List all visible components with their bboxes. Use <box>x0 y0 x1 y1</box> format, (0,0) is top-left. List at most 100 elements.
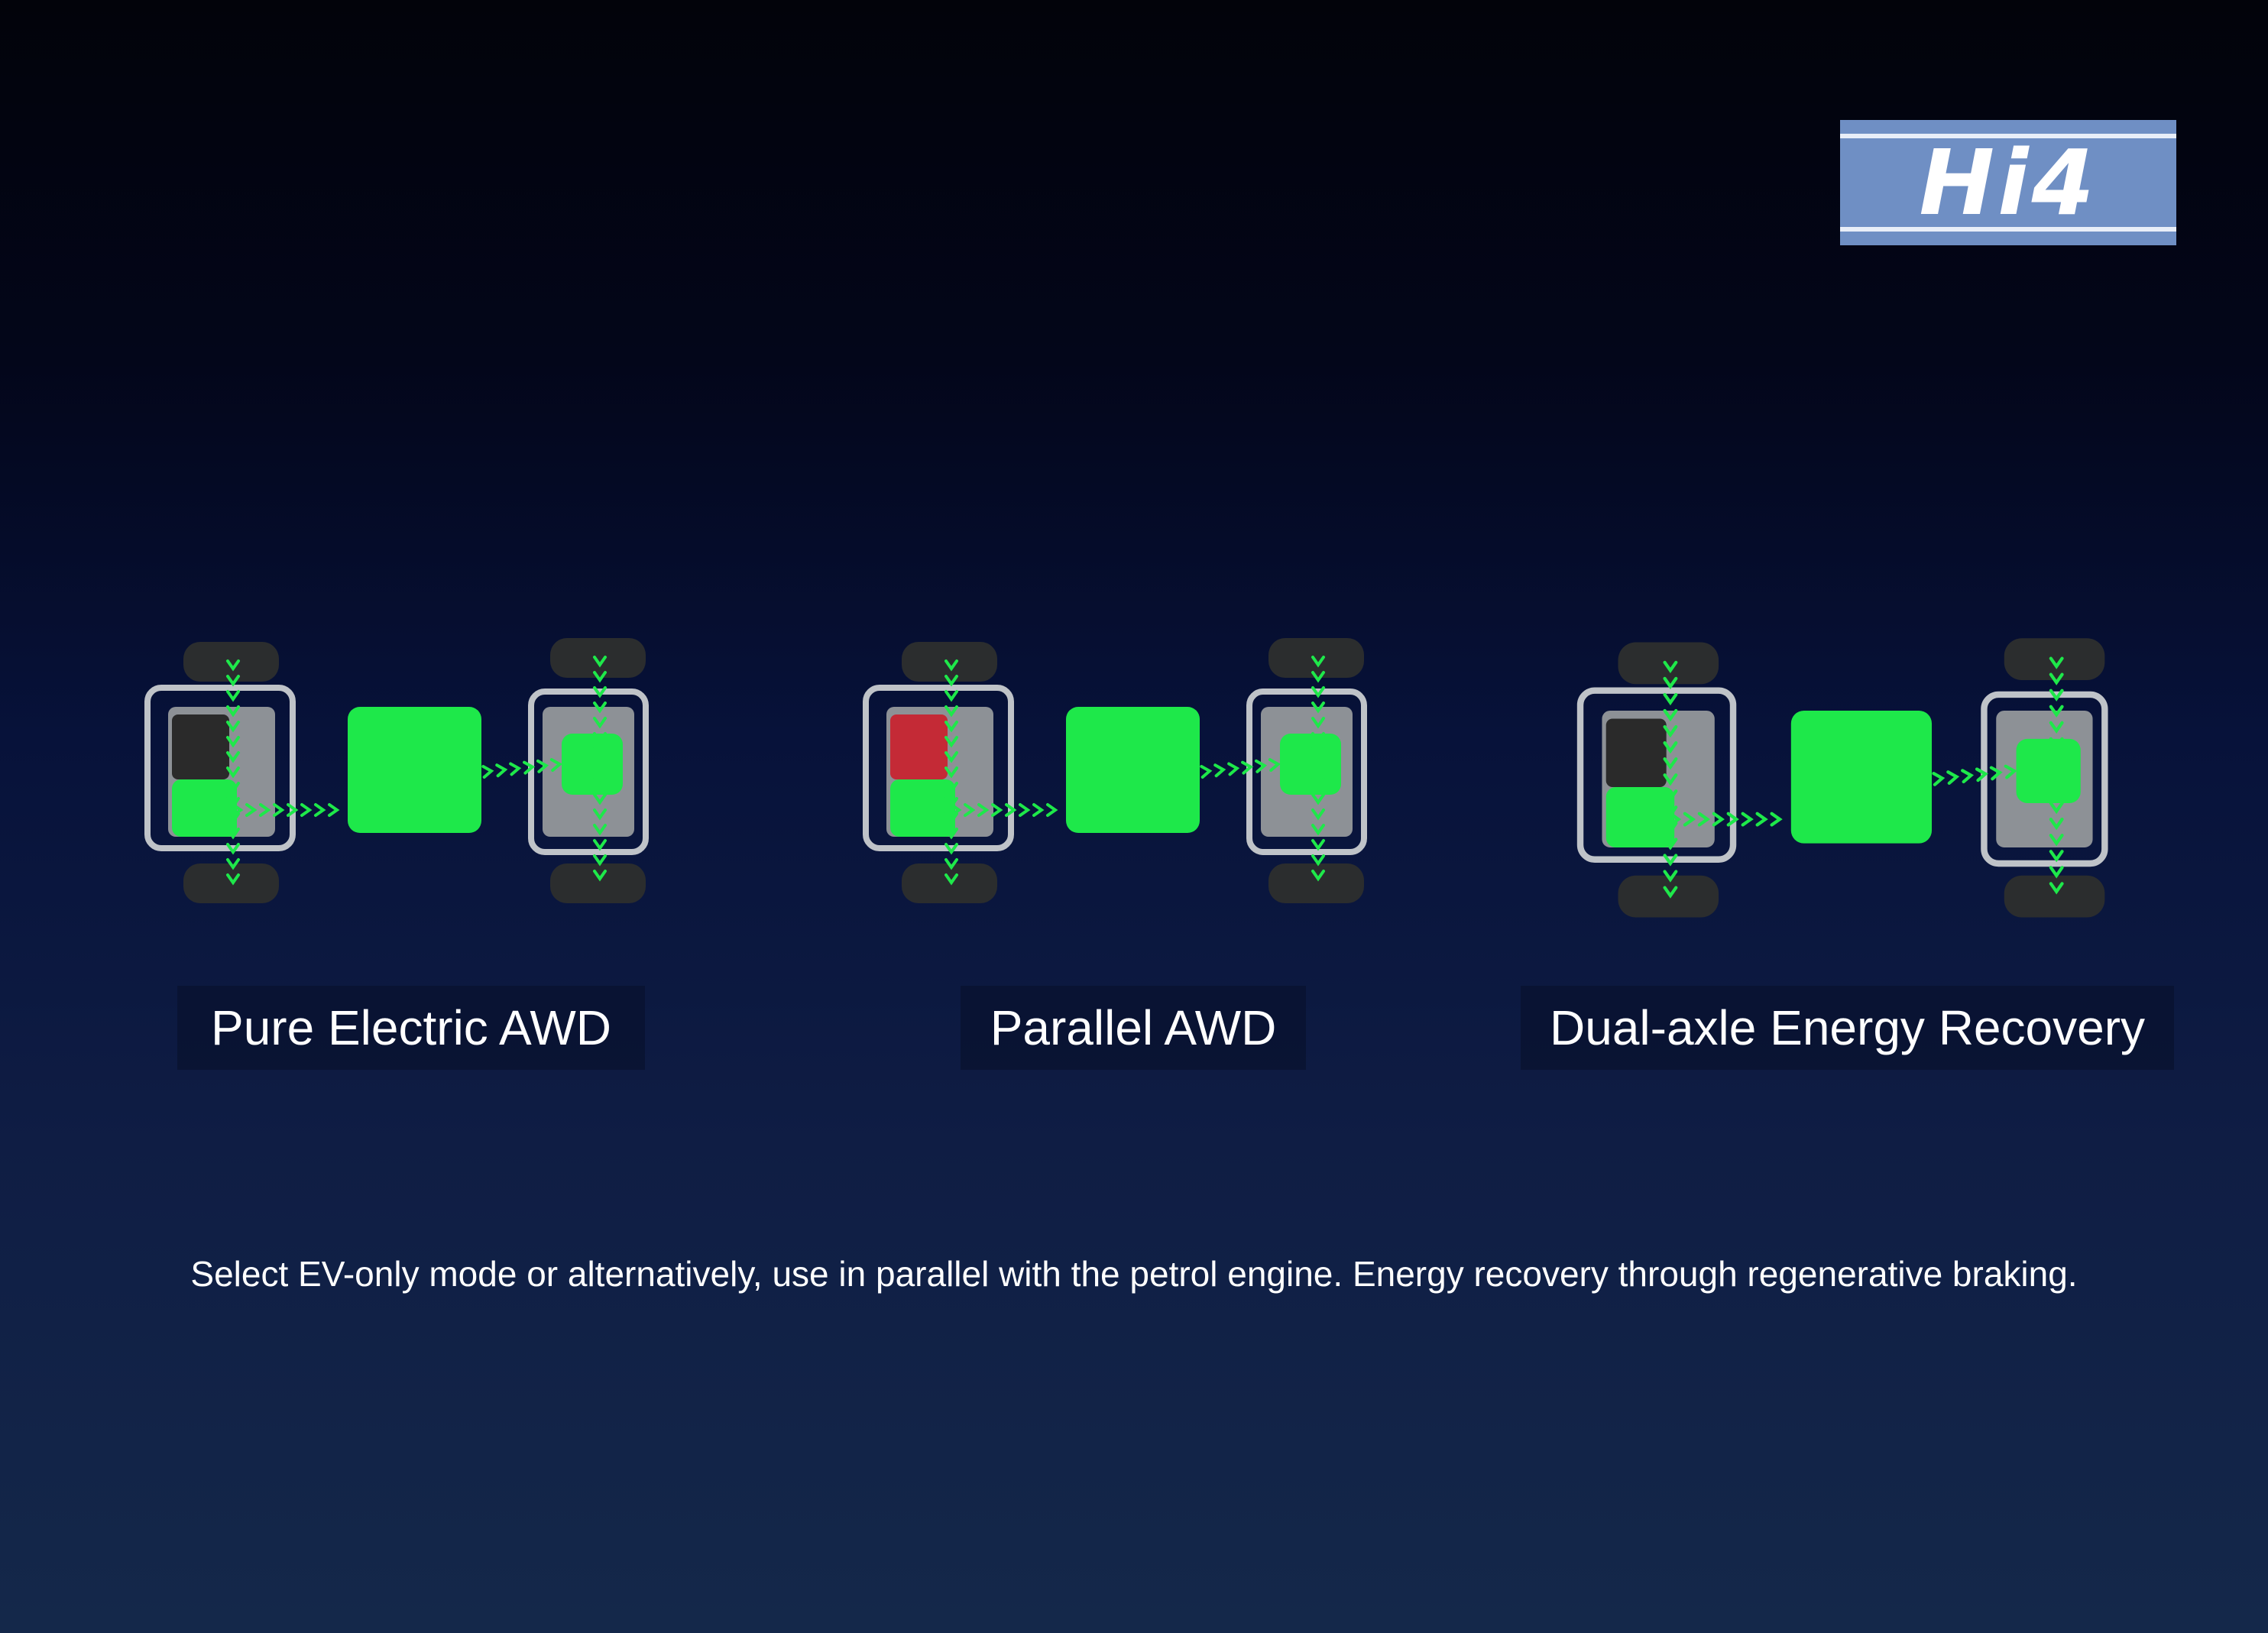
flow-arrow <box>2049 882 2064 895</box>
flow-arrow <box>1311 747 1325 760</box>
flow-arrow <box>226 690 240 702</box>
flow-arrow <box>1311 793 1325 805</box>
flow-arrow <box>1741 812 1754 827</box>
logo-text: Hi4 <box>1919 130 2098 235</box>
drivetrain-diagram-parallel <box>863 638 1367 903</box>
flow-arrow <box>944 812 958 825</box>
flow-arrow <box>273 803 285 817</box>
rear-right-tire <box>2004 875 2105 918</box>
flow-arrow <box>1005 803 1017 817</box>
flow-arrow <box>523 760 536 775</box>
flow-arrow <box>944 797 958 809</box>
flow-arrow <box>226 828 240 840</box>
flow-arrow <box>2049 785 2064 799</box>
flow-arrow <box>1663 821 1678 834</box>
flow-arrow <box>593 839 607 851</box>
flow-arrow <box>2049 672 2064 685</box>
flow-arrow <box>1663 708 1678 722</box>
front-motor <box>890 779 955 837</box>
flow-arrow <box>593 686 607 698</box>
flow-arrow <box>593 808 607 821</box>
flow-arrow <box>259 803 271 817</box>
flow-arrow <box>509 762 522 776</box>
flow-arrow <box>1311 671 1325 683</box>
flow-arrow <box>226 766 240 779</box>
flow-arrow <box>245 803 258 817</box>
flow-arrow <box>232 803 244 817</box>
flow-arrow <box>226 659 240 672</box>
flow-arrow <box>1019 803 1031 817</box>
front-left-tire <box>183 642 279 682</box>
flow-arrow <box>944 721 958 733</box>
logo-stripe-bottom <box>1840 227 2176 232</box>
front-right-tire <box>183 863 279 903</box>
flow-arrow <box>1213 763 1226 778</box>
petrol-engine <box>1605 718 1667 787</box>
flow-arrow <box>593 824 607 836</box>
front-left-tire <box>1618 642 1719 685</box>
flow-arrow <box>944 705 958 718</box>
flow-arrow <box>1663 692 1678 706</box>
flow-arrow <box>1663 660 1678 674</box>
flow-arrow <box>1989 766 2003 781</box>
flow-arrow <box>226 675 240 687</box>
mode-label-dual-axle-energy-recovery: Dual-axle Energy Recovery <box>1521 986 2174 1070</box>
flow-arrow <box>1663 838 1678 851</box>
flow-arrow <box>1032 803 1045 817</box>
flow-arrow <box>1663 724 1678 738</box>
description-caption: Select EV-only mode or alternatively, us… <box>190 1254 2078 1294</box>
rear-motor <box>1280 734 1341 795</box>
drivetrain-diagram-energy-recovery <box>1576 638 2108 918</box>
flow-arrow <box>2049 769 2064 782</box>
hi4-logo: Hi4 <box>1840 120 2176 245</box>
flow-arrow <box>1311 824 1325 836</box>
flow-arrow <box>1668 812 1682 827</box>
rear-right-tire <box>550 863 646 903</box>
flow-arrow <box>1311 839 1325 851</box>
flow-arrow <box>593 763 607 775</box>
front-subframe <box>144 685 296 851</box>
flow-arrow <box>977 803 990 817</box>
petrol-engine <box>890 714 948 779</box>
flow-arrow <box>1961 769 1975 784</box>
flow-arrow <box>944 766 958 779</box>
rear-subframe <box>1981 691 2108 867</box>
front-subframe <box>1576 687 1737 863</box>
flow-arrow <box>944 858 958 870</box>
flow-arrow <box>481 765 494 779</box>
flow-arrow <box>2004 764 2017 779</box>
flow-arrow <box>593 671 607 683</box>
flow-arrow <box>1663 757 1678 770</box>
flow-arrow <box>2049 818 2064 831</box>
flow-arrow <box>944 873 958 886</box>
flow-arrow <box>964 803 976 817</box>
flow-arrow <box>1663 773 1678 786</box>
flow-arrow <box>1200 765 1213 779</box>
mode-label-parallel-awd: Parallel AWD <box>961 986 1306 1070</box>
flow-arrow <box>593 717 607 729</box>
flow-arrow <box>226 721 240 733</box>
flow-arrow <box>1046 803 1058 817</box>
battery-pack <box>1066 707 1200 833</box>
mode-label-pure-electric-awd: Pure Electric AWD <box>177 986 645 1070</box>
flow-arrow <box>1311 686 1325 698</box>
flow-arrow <box>328 803 340 817</box>
flow-arrow <box>1311 854 1325 867</box>
flow-arrow <box>1663 870 1678 883</box>
petrol-engine <box>172 714 229 779</box>
flow-arrow <box>1663 741 1678 754</box>
flow-arrow <box>226 873 240 886</box>
flow-arrow <box>1311 763 1325 775</box>
flow-arrow <box>593 747 607 760</box>
flow-arrow <box>1311 717 1325 729</box>
front-motor <box>172 779 237 837</box>
flow-arrow <box>944 675 958 687</box>
flow-arrow <box>944 828 958 840</box>
flow-arrow <box>536 759 549 773</box>
flow-arrow <box>593 701 607 714</box>
rear-subframe <box>1246 689 1367 855</box>
battery-pack <box>1790 711 1933 844</box>
flow-arrow <box>1227 762 1240 776</box>
rear-left-tire <box>1268 638 1364 678</box>
battery-pack <box>348 707 481 833</box>
